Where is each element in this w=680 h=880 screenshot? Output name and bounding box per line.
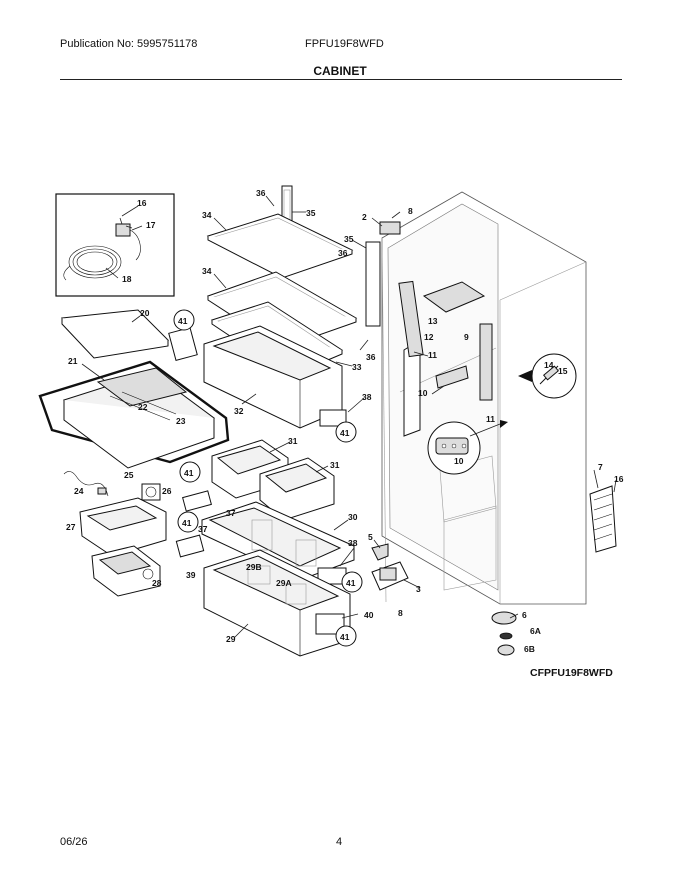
callout-11-right: 11 — [486, 414, 495, 424]
callout-13: 13 — [428, 316, 438, 326]
callout-12: 12 — [424, 332, 434, 342]
callout-14: 14 — [544, 360, 554, 370]
callout-16-side: 16 — [614, 474, 624, 484]
callout-27: 27 — [66, 522, 76, 532]
callout-36-top: 36 — [256, 188, 266, 198]
callout-36-mid: 36 — [366, 352, 376, 362]
callout-23: 23 — [176, 416, 186, 426]
callout-35-top: 35 — [306, 208, 316, 218]
callout-30: 30 — [348, 512, 358, 522]
leader-lines — [81, 195, 617, 639]
section-title: CABINET — [313, 64, 367, 78]
callout-16: 16 — [137, 198, 147, 208]
page-number: 4 — [336, 836, 343, 848]
callout-6B: 6B — [524, 644, 535, 654]
callout-39: 39 — [186, 570, 196, 580]
callout-25: 25 — [124, 470, 134, 480]
header-rule — [60, 79, 622, 80]
callout-29: 29 — [226, 634, 236, 644]
door-bins-31 — [211, 439, 335, 521]
model-number: FPFU19F8WFD — [305, 38, 384, 50]
callout-32: 32 — [234, 406, 244, 416]
callout-circles — [427, 353, 577, 475]
callout-22: 22 — [138, 402, 148, 412]
callout-28: 28 — [152, 578, 162, 588]
lower-drawer — [203, 549, 351, 657]
refrigerator-cabinet — [365, 191, 587, 605]
callout-6: 6 — [522, 610, 527, 620]
callout-20: 20 — [140, 308, 150, 318]
footer-date: 06/26 — [60, 836, 88, 848]
callout-34-lower: 34 — [202, 266, 212, 276]
callout-35-side: 35 — [344, 234, 354, 244]
callout-41-e: 41 — [346, 578, 356, 588]
callout-8-bottom: 8 — [398, 608, 403, 618]
callout-29A: 29A — [276, 578, 292, 588]
shelf-with-bins — [175, 490, 355, 585]
callout-38-lower: 38 — [348, 538, 358, 548]
callout-10-upper: 10 — [418, 388, 428, 398]
callout-2: 2 — [362, 212, 367, 222]
callout-8-top: 8 — [408, 206, 413, 216]
callout-41-f: 41 — [340, 632, 350, 642]
ice-bin-assembly — [38, 309, 230, 469]
callout-41-d: 41 — [182, 518, 192, 528]
callout-9: 9 — [464, 332, 469, 342]
callout-33: 33 — [352, 362, 362, 372]
callout-6A: 6A — [530, 626, 541, 636]
callout-17: 17 — [146, 220, 156, 230]
hinge-and-leg-parts — [371, 485, 617, 656]
callout-26: 26 — [162, 486, 172, 496]
callout-11-left: 11 — [428, 350, 437, 360]
dispenser-parts — [63, 471, 167, 597]
inset-wiring-box — [55, 193, 175, 297]
callout-18: 18 — [122, 274, 132, 284]
crisper-drawer — [168, 325, 347, 429]
callout-41-a: 41 — [178, 316, 188, 326]
callout-37-upper: 37 — [226, 508, 236, 518]
callout-31-left: 31 — [288, 436, 298, 446]
callout-41-markers — [173, 309, 363, 647]
callout-37-lower: 37 — [198, 524, 208, 534]
callout-10-detail: 10 — [454, 456, 464, 466]
callout-5: 5 — [368, 532, 373, 542]
callout-41-b: 41 — [340, 428, 350, 438]
callout-3: 3 — [416, 584, 421, 594]
callout-31-right: 31 — [330, 460, 340, 470]
callout-29B: 29B — [246, 562, 262, 572]
callout-21: 21 — [68, 356, 78, 366]
callout-15: 15 — [558, 366, 568, 376]
callout-labels: 16 17 18 20 21 22 23 24 25 26 27 28 34 3… — [66, 188, 624, 654]
callout-24: 24 — [74, 486, 84, 496]
callout-36-side: 36 — [338, 248, 348, 258]
callout-41-c: 41 — [184, 468, 194, 478]
publication-number: Publication No: 5995751178 — [60, 38, 198, 50]
callout-7: 7 — [598, 462, 603, 472]
callout-40: 40 — [364, 610, 374, 620]
diagram-code: CFPFU19F8WFD — [530, 667, 613, 679]
callout-34-upper: 34 — [202, 210, 212, 220]
callout-38-upper: 38 — [362, 392, 372, 402]
